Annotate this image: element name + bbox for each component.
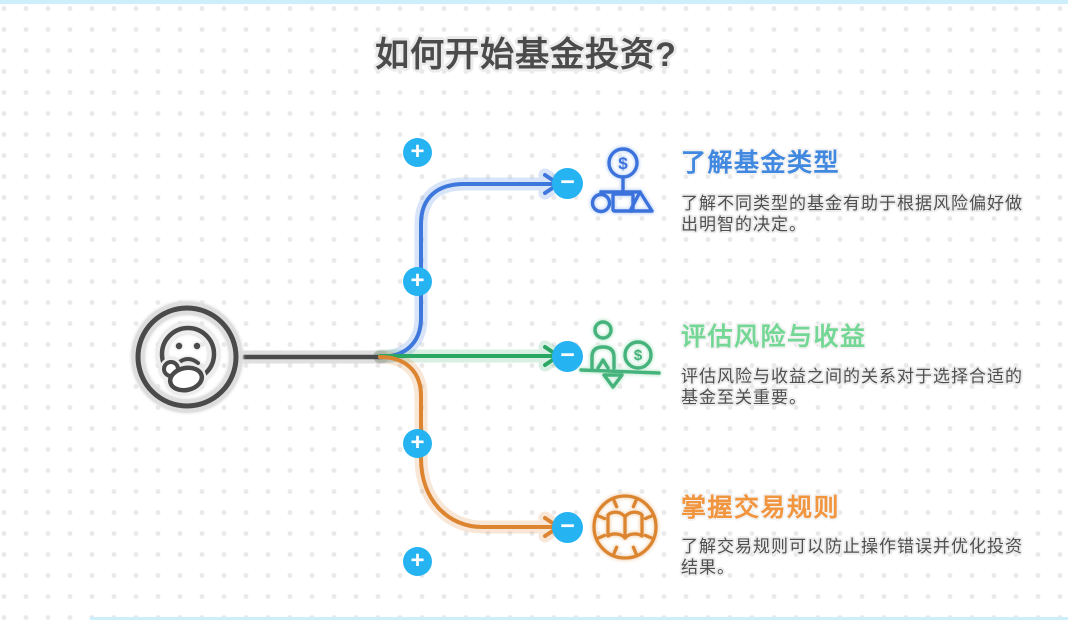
add-node-button-1[interactable]: + xyxy=(403,138,432,167)
node-description-trading-rules: 了解交易规则可以防止操作错误并优化投资 结果。 xyxy=(681,537,1023,577)
node-description-fund-types: 了解不同类型的基金有助于根据风险偏好做 出明智的决定。 xyxy=(681,194,1023,234)
fund-types-link xyxy=(378,173,559,359)
collapse-button-trading-rules[interactable]: − xyxy=(552,512,583,543)
thinking-face-icon xyxy=(131,301,243,413)
org-chart-dollar-icon: $ xyxy=(590,147,654,214)
person-dollar-balance-icon: $ xyxy=(579,320,661,389)
top-edge-highlight xyxy=(0,0,1068,4)
bottom-edge-highlight xyxy=(90,617,1068,620)
add-node-button-4[interactable]: + xyxy=(403,547,432,576)
book-compass-icon xyxy=(592,494,658,560)
svg-text:$: $ xyxy=(634,347,643,364)
svg-text:$: $ xyxy=(618,154,628,173)
fund-types-link-halo xyxy=(373,168,564,364)
root-node[interactable] xyxy=(126,296,248,418)
add-node-button-2[interactable]: + xyxy=(403,267,432,296)
node-title-risk-return: 评估风险与收益 xyxy=(681,323,867,351)
node-title-trading-rules: 掌握交易规则 xyxy=(681,494,841,522)
node-title-fund-types: 了解基金类型 xyxy=(681,149,841,177)
node-description-risk-return: 评估风险与收益之间的关系对于选择合适的 基金至关重要。 xyxy=(681,367,1023,407)
add-node-button-3[interactable]: + xyxy=(403,429,432,458)
page-title: 如何开始基金投资? xyxy=(375,35,677,74)
collapse-button-fund-types[interactable]: − xyxy=(552,168,583,199)
collapse-button-risk-return[interactable]: − xyxy=(552,341,583,372)
